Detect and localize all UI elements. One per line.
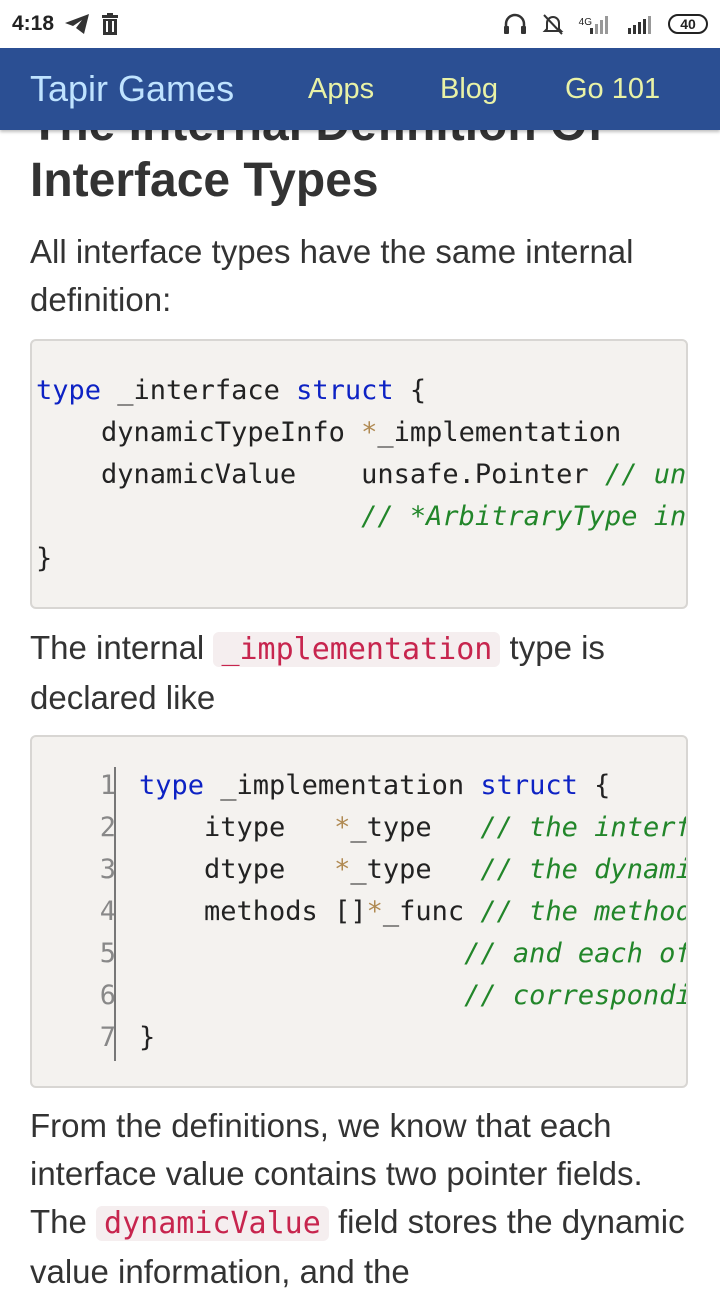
- text-segment: type is declared like: [30, 629, 605, 716]
- code-pointer: *: [366, 896, 383, 927]
- bell-muted-icon: [542, 14, 564, 35]
- code-line: // *ArbitraryType in Go.: [36, 496, 687, 538]
- telegram-icon: [65, 14, 90, 34]
- status-time: 4:18: [12, 12, 55, 35]
- code-comment: // unsafe.Pointer means: [604, 459, 687, 490]
- heading-main: Interface Types: [30, 154, 379, 207]
- nav-link-go101[interactable]: Go 101: [565, 72, 661, 105]
- code-line: dynamicValue unsafe.Pointer // unsafe.Po…: [36, 454, 687, 496]
- code-line: type _interface struct {: [36, 370, 426, 412]
- text-segment: The internal: [30, 629, 214, 666]
- network-type: 4G: [578, 17, 592, 28]
- code-text: methods []: [139, 896, 367, 927]
- code-text: _type: [350, 854, 481, 885]
- code-text: dtype: [139, 854, 335, 885]
- signal-4g-icon: [590, 16, 608, 34]
- code-text: dynamicTypeInfo: [36, 417, 362, 448]
- inline-code: dynamicValue: [96, 1206, 329, 1241]
- code-text: _interface: [101, 375, 297, 406]
- code-comment: // the interface type.: [480, 812, 686, 843]
- line-number: 6: [99, 980, 116, 1011]
- code-pointer: *: [361, 417, 378, 448]
- code-line: type _implementation struct {: [139, 765, 610, 807]
- code-block-interface: type _interface struct { dynamicTypeInfo…: [30, 339, 688, 609]
- inline-code: _implementation: [213, 632, 501, 667]
- code-line: dynamicTypeInfo *_implementation: [36, 412, 621, 454]
- code-line: methods []*_func // the methods which ar…: [139, 891, 686, 933]
- code-text: _implementation: [377, 417, 622, 448]
- nav-link-apps[interactable]: Apps: [308, 72, 375, 105]
- line-number: 3: [99, 854, 116, 885]
- code-text: itype: [139, 812, 335, 843]
- code-comment: // *ArbitraryType in Go.: [361, 501, 687, 532]
- signal-icon: [628, 16, 651, 34]
- line-number: 5: [99, 938, 116, 969]
- code-text: }: [139, 1022, 156, 1053]
- code-text: _implementation: [204, 770, 481, 801]
- top-nav: Tapir Games Apps Blog Go 101: [0, 48, 720, 130]
- code-pointer: *: [334, 854, 351, 885]
- gutter-divider: [114, 767, 116, 1061]
- code-text: [139, 938, 464, 969]
- line-number-gutter: 1 2 3 4 5 6 7: [32, 765, 116, 1059]
- code-comment: // the dynamic type, which must implemen…: [480, 854, 686, 885]
- code-text: _type: [350, 812, 481, 843]
- code-text: dynamicValue: [36, 459, 362, 490]
- code-text: _func: [382, 896, 481, 927]
- paragraph-intro: All interface types have the same intern…: [30, 233, 634, 318]
- headphones-icon: [503, 13, 526, 34]
- text-segment: From the definitions, we know that each …: [30, 1107, 643, 1240]
- brand-link[interactable]: Tapir Games: [30, 68, 235, 109]
- code-text: {: [393, 375, 427, 406]
- code-line: itype *_type // the interface type.: [139, 807, 686, 849]
- status-left: 4:18: [12, 12, 120, 36]
- line-number: 1: [99, 770, 116, 801]
- code-line: }: [139, 1017, 155, 1059]
- code-comment: // corresponding method declared in ityp…: [464, 980, 686, 1011]
- code-keyword: struct: [480, 770, 578, 801]
- code-line: dtype *_type // the dynamic type, which …: [139, 849, 686, 891]
- line-number: 4: [99, 896, 116, 927]
- paragraph-implementation: The internal _implementation type is dec…: [30, 624, 695, 722]
- battery-indicator: 40: [668, 14, 708, 34]
- code-line: // corresponding method declared in ityp…: [139, 975, 686, 1017]
- status-bar: 4:18 4G: [0, 0, 720, 48]
- code-keyword: struct: [296, 375, 394, 406]
- code-block-implementation: 1 2 3 4 5 6 7 type _implementation struc…: [30, 735, 688, 1088]
- code-text: [36, 501, 361, 532]
- code-line: }: [36, 538, 52, 580]
- status-right: 4G 40: [503, 12, 708, 36]
- trash-icon: [102, 13, 119, 35]
- nav-link-blog[interactable]: Blog: [440, 72, 499, 105]
- code-text: unsafe.Pointer: [361, 459, 605, 490]
- code-comment: // the methods which are defined on dtyp…: [480, 896, 686, 927]
- code-text: [139, 980, 464, 1011]
- code-pointer: *: [334, 812, 351, 843]
- paragraph-definitions: From the definitions, we know that each …: [30, 1102, 695, 1296]
- line-number: 2: [99, 812, 116, 843]
- code-keyword: type: [36, 375, 102, 406]
- code-text: {: [577, 770, 611, 801]
- line-number: 7: [99, 1022, 116, 1053]
- code-keyword: type: [139, 770, 205, 801]
- code-text: }: [36, 543, 53, 574]
